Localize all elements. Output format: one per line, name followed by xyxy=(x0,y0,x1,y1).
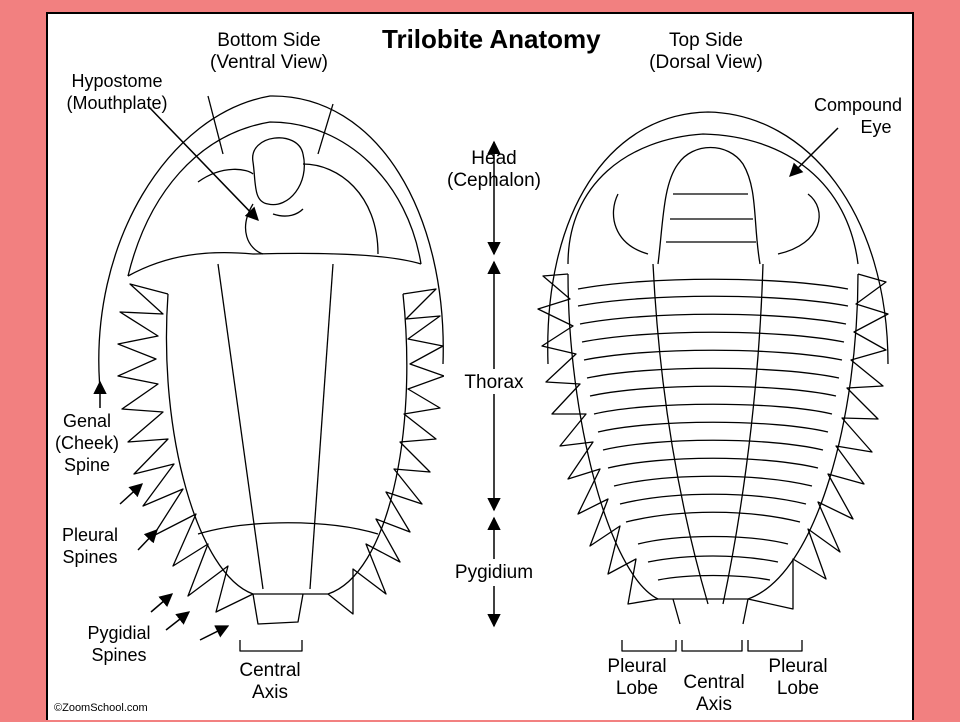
pygidial-spines-arrow-1 xyxy=(150,593,174,613)
ventral-left-spines xyxy=(117,283,254,613)
top-side-line1: Top Side xyxy=(669,30,743,51)
pleural-spines-line1: Pleural xyxy=(61,525,119,545)
credit-text: ©ZoomSchool.com xyxy=(54,702,148,714)
diagram-title: Trilobite Anatomy xyxy=(382,24,601,54)
thorax-label: Thorax xyxy=(444,372,544,394)
central-axis-right-line2: Axis xyxy=(696,694,732,715)
central-axis-left-line1: Central xyxy=(239,660,301,681)
head-line1: Head xyxy=(471,148,517,169)
hypostome-label: Hypostome (Mouthplate) xyxy=(54,70,180,114)
head-line2: (Cephalon) xyxy=(447,170,541,191)
pleural-lobe-left-line2: Lobe xyxy=(615,678,659,699)
dorsal-eye-right xyxy=(777,193,820,255)
bottom-side-line1: Bottom Side xyxy=(217,30,321,51)
pygidial-spines-line2: Spines xyxy=(91,645,147,665)
pygidial-spines-arrow-2 xyxy=(165,611,191,631)
pleural-spines-line2: Spines xyxy=(62,547,118,567)
dorsal-body-outline xyxy=(567,273,859,600)
compound-eye-line2: Eye xyxy=(860,117,892,137)
trilobite-drawing xyxy=(93,95,889,652)
bottom-side-line2: (Ventral View) xyxy=(210,52,328,73)
pleural-spines-arrow-1 xyxy=(119,483,143,505)
dorsal-right-spines xyxy=(747,273,889,610)
ventral-doublure xyxy=(127,121,422,277)
compound-eye-label: Compound Eye xyxy=(800,94,916,138)
bracket-pleural-lobe-left xyxy=(621,640,677,652)
dorsal-trilobite xyxy=(537,111,889,625)
dorsal-eye-left xyxy=(612,193,649,255)
hypostome-shape xyxy=(252,137,305,206)
ventral-body-outline xyxy=(165,293,408,595)
pygidium-label: Pygidium xyxy=(434,562,554,584)
pleural-lobe-left-line1: Pleural xyxy=(607,656,667,677)
central-axis-left-label: Central Axis xyxy=(220,660,320,704)
top-side-label: Top Side (Dorsal View) xyxy=(626,30,786,74)
central-axis-right-line1: Central xyxy=(683,672,745,693)
ventral-trilobite xyxy=(98,95,445,625)
ventral-axis xyxy=(217,263,264,590)
pleural-spines-label: Pleural Spines xyxy=(48,524,132,568)
compound-eye-arrow xyxy=(789,127,839,177)
pygidial-spines-line1: Pygidial xyxy=(87,623,151,643)
top-side-line2: (Dorsal View) xyxy=(649,52,763,73)
genal-spine-label: Genal (Cheek) Spine xyxy=(48,410,126,476)
hypostome-line2: (Mouthplate) xyxy=(66,93,168,113)
bracket-pleural-lobe-right xyxy=(747,640,803,652)
pygidial-spines-label: Pygidial Spines xyxy=(78,622,160,666)
genal-spine-line3: Spine xyxy=(63,455,111,475)
central-axis-left-line2: Axis xyxy=(252,682,288,703)
genal-spine-line1: Genal xyxy=(62,411,112,431)
bracket-central-axis-left xyxy=(239,640,303,652)
ventral-cephalon-outline xyxy=(98,95,444,390)
pleural-lobe-right-label: Pleural Lobe xyxy=(758,656,838,700)
hypostome-line1: Hypostome xyxy=(71,71,163,91)
pleural-lobe-right-line1: Pleural xyxy=(768,656,828,677)
ventral-right-spines xyxy=(327,288,445,615)
bracket-central-axis-right xyxy=(681,640,743,652)
diagram-panel: Trilobite Anatomy Bottom Side (Ventral V… xyxy=(46,12,914,720)
bottom-side-label: Bottom Side (Ventral View) xyxy=(184,30,354,74)
dorsal-left-spines xyxy=(537,273,659,605)
hypostome-arrow xyxy=(147,105,259,221)
compound-eye-line1: Compound xyxy=(813,95,903,115)
dorsal-cephalon-outline xyxy=(547,111,889,365)
pygidial-spines-arrow-3 xyxy=(199,625,230,641)
glabella xyxy=(657,146,761,265)
head-label: Head (Cephalon) xyxy=(424,148,564,192)
pleural-lobe-right-line2: Lobe xyxy=(776,678,820,699)
genal-spine-line2: (Cheek) xyxy=(54,433,120,453)
pleural-lobe-left-label: Pleural Lobe xyxy=(598,656,676,700)
central-axis-right-label: Central Axis xyxy=(674,672,754,716)
pleural-spines-arrow-2 xyxy=(137,529,158,551)
dorsal-segments xyxy=(577,278,849,523)
